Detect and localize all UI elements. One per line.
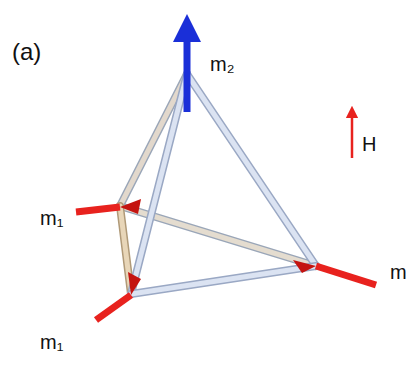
field-label: H <box>362 134 376 154</box>
spin-label: m₂ <box>210 54 234 74</box>
panel-label: (a) <box>12 40 41 64</box>
spin-label: m₁ <box>40 208 63 228</box>
spin-label: m₁ <box>40 332 63 352</box>
spin-label: m <box>390 262 407 282</box>
